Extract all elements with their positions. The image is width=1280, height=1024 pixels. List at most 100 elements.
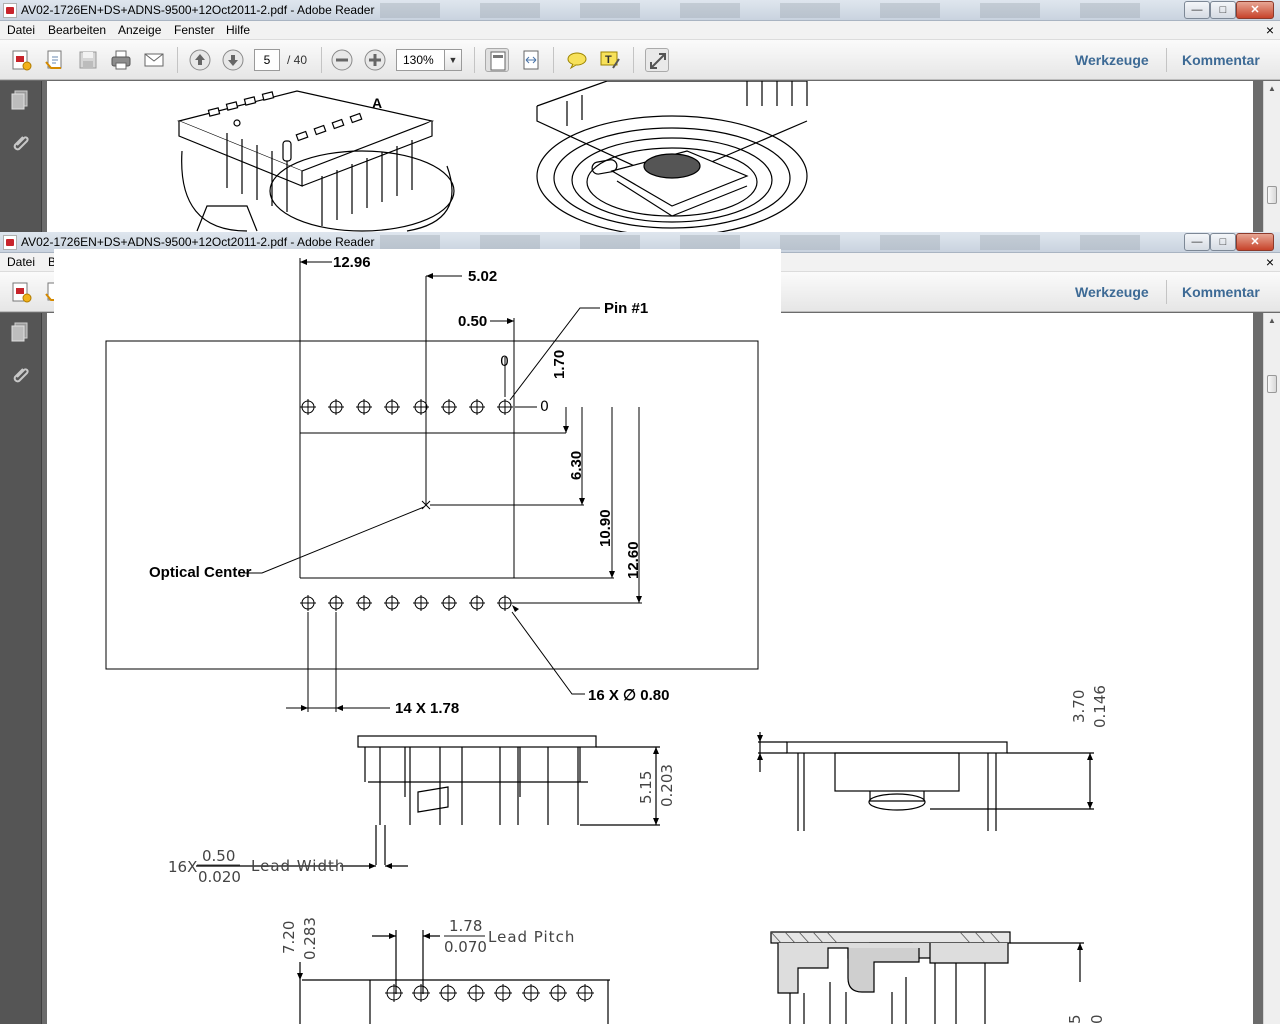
scroll-up-icon[interactable]: ▲ bbox=[1268, 316, 1276, 325]
reader-window-foreground: AV02-1726EN+DS+ADNS-9500+12Oct2011-2.pdf… bbox=[0, 232, 1280, 1024]
vertical-scrollbar[interactable]: ▲ bbox=[1263, 81, 1280, 232]
kommentar-pane-button[interactable]: Kommentar bbox=[1182, 284, 1260, 300]
pin-hole bbox=[441, 399, 457, 415]
pin-hole bbox=[328, 399, 344, 415]
side-view-right bbox=[758, 732, 1094, 831]
svg-text:T: T bbox=[605, 54, 612, 66]
toolbar-separator bbox=[1166, 280, 1167, 304]
pin-hole bbox=[439, 984, 457, 1002]
scrollbar-thumb[interactable] bbox=[1267, 375, 1277, 393]
footprint-outline bbox=[105, 340, 759, 670]
zoom-level-input[interactable]: 130% bbox=[396, 49, 444, 71]
pin-hole bbox=[467, 984, 485, 1002]
attachments-paperclip-icon[interactable] bbox=[9, 365, 31, 387]
pin-hole bbox=[412, 984, 430, 1002]
pin-hole bbox=[328, 595, 344, 611]
pdf-page: A bbox=[47, 81, 1253, 232]
create-pdf-button[interactable] bbox=[9, 48, 33, 72]
page-total: / 40 bbox=[287, 53, 308, 67]
toolbar: 5 / 40 130% ▼ T Werkzeuge Kommentar bbox=[0, 40, 1280, 80]
zoom-in-button[interactable] bbox=[363, 48, 387, 72]
minimize-button[interactable]: — bbox=[1184, 233, 1210, 251]
zoom-out-button[interactable] bbox=[330, 48, 354, 72]
pin-hole bbox=[384, 399, 400, 415]
document-close-button[interactable]: × bbox=[1265, 22, 1274, 38]
fit-width-button[interactable] bbox=[519, 48, 543, 72]
pin-hole bbox=[413, 595, 429, 611]
bottom-view-left bbox=[299, 930, 610, 1024]
comment-note-button[interactable] bbox=[565, 48, 589, 72]
menu-bar: Datei Bearbeiten Anzeige Fenster Hilfe × bbox=[0, 21, 1280, 40]
isometric-drawings: A bbox=[177, 81, 808, 232]
document-area: A bbox=[42, 81, 1263, 232]
pin-hole bbox=[356, 399, 372, 415]
pin-hole bbox=[494, 984, 512, 1002]
print-button[interactable] bbox=[109, 48, 133, 72]
pin-hole bbox=[356, 595, 372, 611]
fit-page-button[interactable] bbox=[485, 48, 509, 72]
mechanical-drawing bbox=[105, 258, 1094, 1024]
menu-hilfe[interactable]: Hilfe bbox=[226, 23, 251, 37]
maximize-button[interactable]: □ bbox=[1210, 233, 1236, 251]
werkzeuge-pane-button[interactable]: Werkzeuge bbox=[1075, 284, 1149, 300]
werkzeuge-pane-button[interactable]: Werkzeuge bbox=[1075, 52, 1149, 68]
pin-hole bbox=[469, 595, 485, 611]
reader-window-background: AV02-1726EN+DS+ADNS-9500+12Oct2011-2.pdf… bbox=[0, 0, 1280, 232]
pin-holes bbox=[300, 399, 513, 611]
toolbar-separator bbox=[633, 47, 634, 73]
pin-hole bbox=[413, 399, 429, 415]
menu-datei[interactable]: Datei bbox=[7, 255, 36, 269]
window-title: AV02-1726EN+DS+ADNS-9500+12Oct2011-2.pdf… bbox=[21, 235, 375, 249]
pdf-file-icon bbox=[3, 235, 17, 250]
pin-hole bbox=[385, 984, 403, 1002]
window-title: AV02-1726EN+DS+ADNS-9500+12Oct2011-2.pdf… bbox=[21, 3, 375, 17]
vertical-scrollbar[interactable]: ▲ bbox=[1263, 313, 1280, 1024]
pin-hole bbox=[384, 595, 400, 611]
scrollbar-thumb[interactable] bbox=[1267, 186, 1277, 204]
title-bar[interactable]: AV02-1726EN+DS+ADNS-9500+12Oct2011-2.pdf… bbox=[0, 232, 1280, 253]
menu-anzeige[interactable]: Anzeige bbox=[118, 23, 162, 37]
pin-hole bbox=[469, 399, 485, 415]
previous-page-button[interactable] bbox=[188, 48, 212, 72]
save-button[interactable] bbox=[76, 48, 100, 72]
menu-datei[interactable]: Datei bbox=[7, 23, 36, 37]
next-page-button[interactable] bbox=[221, 48, 245, 72]
close-button[interactable]: ✕ bbox=[1236, 1, 1274, 19]
attachments-paperclip-icon[interactable] bbox=[9, 133, 31, 155]
pin-hole bbox=[441, 595, 457, 611]
document-close-button[interactable]: × bbox=[1265, 254, 1274, 270]
taskbar-ghost-strip bbox=[380, 3, 1160, 18]
open-file-button[interactable] bbox=[43, 48, 67, 72]
menu-fenster[interactable]: Fenster bbox=[174, 23, 215, 37]
side-view-left bbox=[196, 735, 660, 867]
toolbar-separator bbox=[553, 47, 554, 73]
section-view-right bbox=[770, 931, 1084, 1024]
pin-hole bbox=[300, 595, 316, 611]
highlight-text-button[interactable]: T bbox=[598, 48, 622, 72]
screenshot-snip-overlay bbox=[54, 249, 781, 313]
pin-hole bbox=[497, 399, 513, 415]
kommentar-pane-button[interactable]: Kommentar bbox=[1182, 52, 1260, 68]
pages-icon[interactable] bbox=[9, 89, 31, 111]
scroll-up-icon[interactable]: ▲ bbox=[1268, 84, 1276, 93]
navigation-panel bbox=[0, 313, 42, 1024]
pin-hole bbox=[576, 984, 594, 1002]
pages-icon[interactable] bbox=[9, 321, 31, 343]
menu-bearbeiten-partial[interactable]: B bbox=[48, 255, 57, 269]
create-pdf-button[interactable] bbox=[9, 280, 33, 304]
navigation-panel bbox=[0, 81, 42, 232]
page-number-input[interactable]: 5 bbox=[254, 49, 280, 71]
title-bar[interactable]: AV02-1726EN+DS+ADNS-9500+12Oct2011-2.pdf… bbox=[0, 0, 1280, 21]
maximize-button[interactable]: □ bbox=[1210, 1, 1236, 19]
pin-hole bbox=[522, 984, 540, 1002]
pin-hole bbox=[497, 595, 513, 611]
close-button[interactable]: ✕ bbox=[1236, 233, 1274, 251]
pin-hole bbox=[300, 399, 316, 415]
fullscreen-button[interactable] bbox=[645, 48, 669, 72]
email-button[interactable] bbox=[142, 48, 166, 72]
toolbar-separator bbox=[321, 47, 322, 73]
minimize-button[interactable]: — bbox=[1184, 1, 1210, 19]
menu-bearbeiten[interactable]: Bearbeiten bbox=[48, 23, 107, 37]
zoom-dropdown-chevron-icon[interactable]: ▼ bbox=[444, 49, 462, 71]
